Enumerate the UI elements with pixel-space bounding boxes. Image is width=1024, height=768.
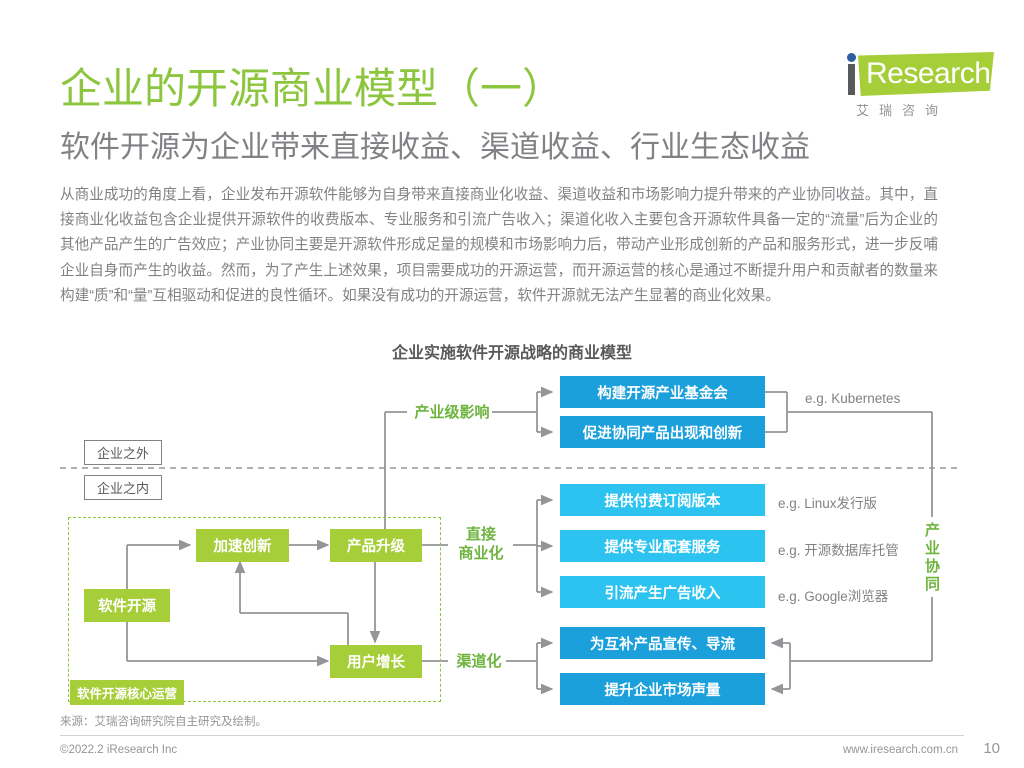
outcome-professional-services[interactable]: 提供专业配套服务	[560, 530, 765, 562]
diagram-title: 企业实施软件开源战略的商业模型	[391, 345, 632, 362]
example-managed-db: e.g. 开源数据库托管	[778, 543, 899, 558]
vertical-label-char-1: 业	[924, 540, 940, 557]
branch-label-direct-line1: 直接	[465, 526, 496, 543]
node-product-upgrade-label: 产品升级	[347, 539, 405, 555]
zone-tag-inside-label: 企业之内	[96, 481, 149, 496]
outcome-professional-services-label: 提供专业配套服务	[604, 539, 721, 556]
iresearch-logo: Research 艾瑞咨询	[836, 42, 996, 124]
core-operation-region	[68, 517, 441, 702]
vertical-label-char-0: 产	[924, 522, 940, 539]
vertical-label-char-3: 同	[924, 576, 940, 593]
branch-label-direct-line2: 商业化	[458, 545, 504, 562]
node-product-upgrade[interactable]: 产品升级	[330, 529, 422, 562]
outcome-promote-complementary[interactable]: 为互补产品宣传、导流	[560, 627, 765, 659]
outcome-found-foundation-label: 构建开源产业基金会	[597, 385, 728, 402]
node-open-source-label: 软件开源	[98, 599, 156, 615]
zone-tag-outside-label: 企业之外	[96, 446, 149, 461]
outcome-brand-voice-label: 提升企业市场声量	[604, 682, 721, 699]
outcome-brand-voice[interactable]: 提升企业市场声量	[560, 673, 765, 705]
page-number: 10	[983, 740, 1000, 757]
page-title: 企业的开源商业模型（一）	[60, 65, 565, 112]
outcome-promote-complementary-label: 为互补产品宣传、导流	[590, 636, 735, 653]
source-note: 来源：艾瑞咨询研究院自主研究及绘制。	[60, 716, 267, 728]
vertical-label-char-2: 协	[924, 558, 940, 575]
core-operation-tag: 软件开源核心运营	[70, 680, 185, 705]
zone-tag-inside: 企业之内	[84, 475, 162, 500]
page-subtitle: 软件开源为企业带来直接收益、渠道收益、行业生态收益	[60, 131, 810, 164]
outcome-paid-subscription[interactable]: 提供付费订阅版本	[560, 484, 765, 516]
outcome-ad-revenue-label: 引流产生广告收入	[604, 585, 721, 602]
branch-label-industry-impact-text: 产业级影响	[414, 404, 490, 421]
node-user-growth-label: 用户增长	[347, 655, 405, 671]
branch-label-direct-commercialization: 直接 商业化	[450, 525, 512, 563]
example-google-browser: e.g. Google浏览器	[778, 589, 889, 604]
node-user-growth[interactable]: 用户增长	[330, 645, 422, 678]
outcome-synergy-products[interactable]: 促进协同产品出现和创新	[560, 416, 765, 448]
logo-wordmark: Research	[866, 57, 991, 90]
outcome-paid-subscription-label: 提供付费订阅版本	[604, 493, 721, 510]
example-linux-distro: e.g. Linux发行版	[778, 496, 878, 511]
outcome-synergy-products-label: 促进协同产品出现和创新	[582, 425, 743, 442]
logo-i-dot-icon	[847, 53, 856, 62]
node-accelerate-innovation-label: 加速创新	[213, 539, 272, 555]
example-kubernetes: e.g. Kubernetes	[805, 391, 901, 406]
branch-label-industry-impact: 产业级影响	[410, 403, 494, 422]
body-paragraph: 从商业成功的角度上看，企业发布开源软件能够为自身带来直接商业化收益、渠道收益和市…	[60, 187, 938, 304]
logo-chinese-name: 艾瑞咨询	[856, 103, 949, 118]
zone-tag-outside: 企业之外	[84, 440, 162, 465]
node-accelerate-innovation[interactable]: 加速创新	[196, 529, 289, 562]
node-open-source[interactable]: 软件开源	[84, 589, 170, 622]
footer-divider	[60, 735, 964, 736]
logo-green-shape	[858, 52, 994, 96]
vertical-label-industry-synergy: 产 业 协 同	[924, 519, 941, 597]
website-url: www.iresearch.com.cn	[842, 744, 958, 756]
copyright-text: ©2022.2 iResearch Inc	[60, 744, 178, 756]
branch-label-channelization-text: 渠道化	[456, 653, 502, 670]
logo-i-stem-icon	[848, 64, 855, 95]
outcome-ad-revenue[interactable]: 引流产生广告收入	[560, 576, 765, 608]
branch-label-channelization: 渠道化	[450, 652, 508, 671]
outcome-found-foundation[interactable]: 构建开源产业基金会	[560, 376, 765, 408]
